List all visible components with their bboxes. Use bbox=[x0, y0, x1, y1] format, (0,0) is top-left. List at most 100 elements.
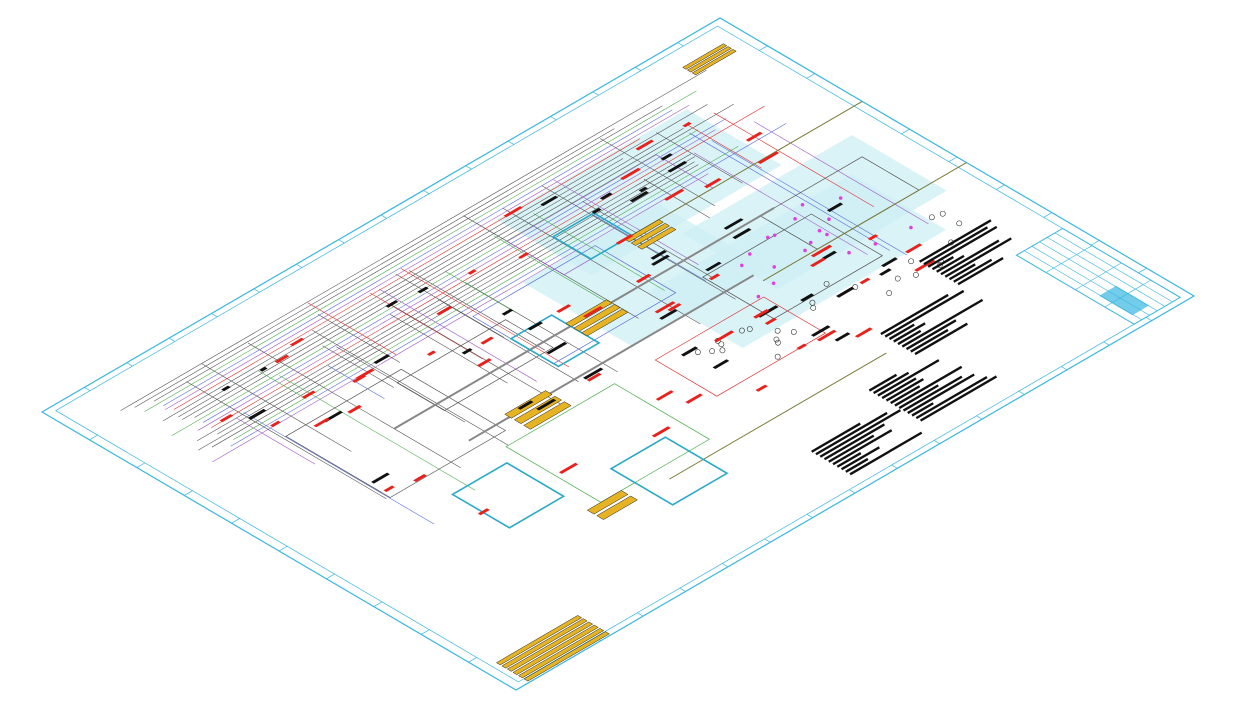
border-tick bbox=[507, 140, 514, 145]
border-tick bbox=[338, 239, 345, 244]
tag-label-red bbox=[219, 414, 234, 423]
border-tick bbox=[806, 513, 813, 518]
legend-stripe bbox=[893, 322, 926, 343]
title-block-col bbox=[1075, 262, 1122, 290]
branch-pipe bbox=[713, 112, 875, 207]
header-pipe bbox=[173, 138, 641, 410]
tag-label-red bbox=[755, 384, 768, 392]
tag-label-black bbox=[259, 366, 268, 372]
tag-label-red bbox=[477, 508, 490, 516]
instrument-marker bbox=[873, 242, 878, 246]
valve-symbol bbox=[695, 349, 701, 356]
tag-label-red bbox=[383, 485, 395, 492]
legend-stripe bbox=[868, 373, 898, 392]
legend-stripe bbox=[911, 402, 934, 417]
border-tick bbox=[901, 128, 910, 135]
legend-stripe bbox=[940, 239, 1000, 276]
legend-stripe bbox=[936, 254, 965, 273]
legend-stripe bbox=[840, 446, 880, 471]
tag-label-black bbox=[705, 261, 722, 272]
tag-label-black bbox=[591, 207, 602, 214]
olive-line bbox=[762, 162, 967, 282]
tag-label-black bbox=[667, 161, 688, 173]
valve-symbol bbox=[774, 327, 781, 334]
tag-label-red bbox=[347, 405, 362, 414]
legend-stripe bbox=[898, 384, 939, 410]
title-block-col bbox=[1045, 245, 1093, 273]
tag-label-black bbox=[546, 341, 568, 355]
instrument-marker bbox=[909, 225, 913, 230]
equipment-stack-left bbox=[512, 624, 599, 675]
valve-symbol bbox=[739, 327, 745, 334]
branch-pipe bbox=[186, 381, 387, 499]
border-tick bbox=[168, 337, 175, 342]
border-tick bbox=[948, 156, 958, 163]
legend-stripe bbox=[915, 375, 988, 420]
tag-label-black bbox=[650, 250, 667, 260]
border-tick bbox=[976, 415, 983, 420]
tag-label-red bbox=[270, 420, 281, 428]
valve-symbol bbox=[852, 284, 859, 290]
tag-label-black bbox=[680, 346, 699, 357]
equipment-unit bbox=[630, 223, 670, 246]
valve-symbol bbox=[894, 275, 901, 282]
tag-label-black bbox=[881, 257, 898, 268]
equipment-stack-top bbox=[691, 49, 737, 76]
border-tick bbox=[211, 313, 218, 318]
tag-label-black bbox=[822, 250, 837, 260]
border-tick bbox=[231, 518, 240, 524]
header-pipe bbox=[171, 129, 699, 436]
tag-label-red bbox=[467, 269, 477, 275]
header-pipe bbox=[197, 129, 716, 431]
tag-label-red bbox=[480, 336, 494, 345]
border-tick bbox=[126, 362, 133, 367]
branch-pipe bbox=[307, 302, 397, 355]
legend-stripe bbox=[877, 359, 940, 397]
header-pipe bbox=[134, 128, 615, 408]
border-tick bbox=[136, 462, 146, 468]
valve-symbol bbox=[928, 214, 935, 221]
border-tick bbox=[891, 464, 898, 469]
header-pipe bbox=[120, 69, 707, 411]
legend-stripe bbox=[832, 429, 893, 466]
border-tick bbox=[1090, 240, 1100, 246]
branch-pipe bbox=[599, 138, 716, 207]
legend-stripe bbox=[957, 257, 1004, 286]
tag-label-red bbox=[556, 304, 572, 313]
legend-stripe bbox=[902, 375, 963, 412]
valve-symbol bbox=[775, 339, 781, 346]
legend-stripe bbox=[923, 226, 989, 266]
tag-label-black bbox=[659, 309, 678, 320]
header-pipe bbox=[153, 105, 663, 402]
tag-label-black bbox=[629, 191, 649, 203]
process-box bbox=[505, 383, 711, 503]
tag-label-red bbox=[905, 243, 923, 254]
equipment-unit bbox=[581, 308, 629, 337]
legend-stripe bbox=[927, 225, 998, 268]
header-pipe bbox=[197, 153, 692, 442]
instrument-marker bbox=[838, 196, 843, 200]
tag-label-black bbox=[599, 192, 613, 200]
valve-symbol bbox=[886, 290, 893, 296]
instrument-marker bbox=[740, 263, 744, 268]
tag-label-red bbox=[859, 277, 871, 285]
border-tick bbox=[550, 116, 557, 121]
border-tick bbox=[996, 184, 1005, 190]
branch-pipe bbox=[445, 270, 516, 313]
branch-pipe bbox=[395, 273, 504, 338]
tag-label-red bbox=[764, 317, 777, 325]
tag-label-red bbox=[615, 234, 634, 245]
legend-stripe bbox=[815, 411, 888, 456]
legend-stripe bbox=[944, 237, 1012, 278]
tag-label-red bbox=[651, 426, 671, 438]
tag-label-red bbox=[810, 257, 826, 267]
tag-labels bbox=[219, 121, 936, 516]
tag-label-red bbox=[301, 390, 316, 399]
header-pipe bbox=[211, 164, 699, 448]
tag-label-red bbox=[867, 234, 879, 241]
legend-stripe bbox=[901, 298, 984, 348]
legend-stripe bbox=[881, 377, 917, 400]
tag-label-red bbox=[586, 372, 602, 382]
instrument-marker bbox=[800, 202, 805, 207]
border-tick bbox=[253, 288, 260, 293]
